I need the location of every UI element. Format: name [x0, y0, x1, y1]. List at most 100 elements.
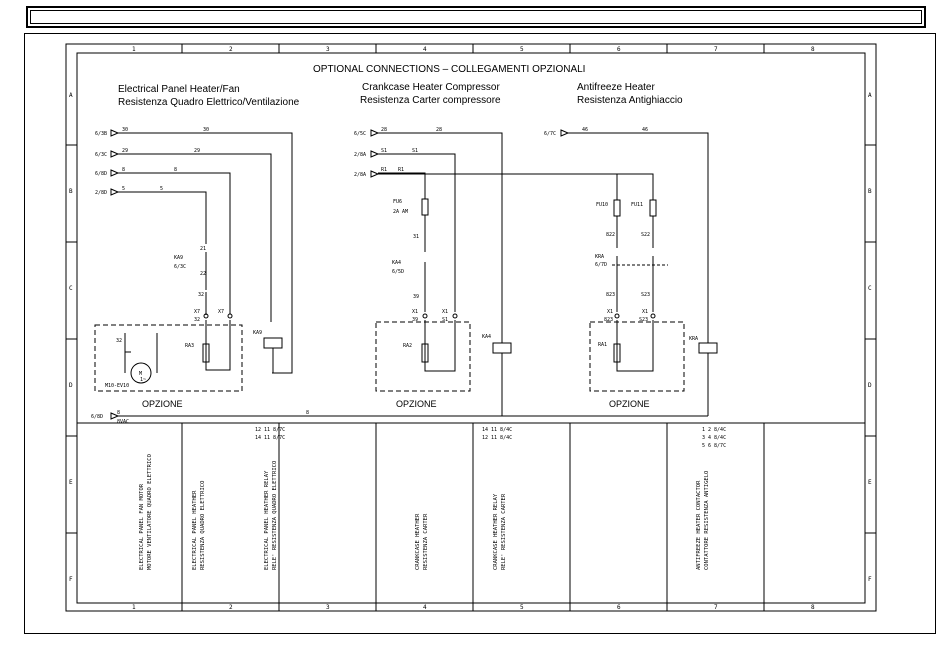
wire-label: 28 [381, 127, 387, 133]
terminal-label: 6/8D [95, 171, 107, 177]
node-label: 32 [198, 292, 204, 298]
col-label: 1 [132, 46, 136, 53]
col-label: 3 [326, 604, 330, 611]
terminal-label: 6/7C [544, 131, 556, 137]
terminal-x1: X1 [442, 309, 448, 315]
option-label: OPZIONE [609, 399, 650, 409]
relay-ref: 6/5D [392, 269, 404, 275]
row-label: B [69, 188, 73, 195]
wire-label: 28 [436, 127, 442, 133]
terminal-label: 2/8A [354, 172, 366, 178]
desc-line: RELE' RESISTENZA QUADRO ELETTRICO [272, 461, 278, 570]
coil-ka9: KA9 [253, 330, 262, 336]
desc-line: RELE' RESISTENZA CARTER [501, 493, 507, 570]
column-ticks [181, 44, 765, 611]
wire-label: 29 [194, 148, 200, 154]
row-ticks [66, 144, 876, 534]
row-label: E [868, 479, 872, 486]
ka9-contact-ref: 12 11 8/7C [255, 427, 285, 433]
heater-ra1: RA1 [598, 342, 607, 348]
ka4-contact-ref: 14 11 8/4C [482, 427, 512, 433]
node-label: S22 [641, 232, 650, 238]
col-label: 1 [132, 604, 136, 611]
descriptions: ELECTRICAL PANEL FAN MOTOR MOTORE VENTIL… [139, 454, 710, 570]
col-label: 4 [423, 604, 427, 611]
wire-label: 8 [306, 410, 309, 416]
terminal-arrows [110, 129, 570, 420]
relay-ref: 6/7D [595, 262, 607, 268]
desc-line: ELECTRICAL PANEL FAN MOTOR [139, 483, 145, 570]
terminal-label: 6/3B [95, 131, 107, 137]
relay-ref: 6/3C [174, 264, 186, 270]
desc-line: MOTORE VENTILATORE QUADRO ELETTRICO [147, 454, 153, 570]
section-2-title: Crankcase Heater Compressor [362, 82, 500, 93]
wire-label: 8 [117, 410, 120, 416]
col-label: 5 [520, 46, 524, 53]
col-label: 7 [714, 604, 718, 611]
node-label: 822 [606, 232, 615, 238]
kra-contact-ref: 3 4 8/4C [702, 435, 726, 441]
node-label: 31 [413, 234, 419, 240]
terminal-x1: X1 [642, 309, 648, 315]
wire-label: 30 [122, 127, 128, 133]
terminal-x7: X7 [194, 309, 200, 315]
col-label: 4 [423, 46, 427, 53]
pin-label: 21 [200, 246, 206, 252]
col-label: 6 [617, 46, 621, 53]
desc-line: ELECTRICAL PANEL HEATHER [192, 490, 198, 570]
wire-label: 46 [582, 127, 588, 133]
title-bar [26, 6, 926, 28]
wire-label: 8VAC [117, 419, 129, 425]
col-label: 3 [326, 46, 330, 53]
row-label: C [69, 285, 73, 292]
section-3-subtitle: Resistenza Antighiaccio [577, 95, 683, 106]
section-1-title: Electrical Panel Heater/Fan [118, 84, 240, 95]
row-label: F [69, 576, 73, 583]
terminal-label: 2/8A [354, 152, 366, 158]
kra-contact-ref: 1 2 8/4C [702, 427, 726, 433]
option-box-1 [94, 324, 243, 392]
node-label: 823 [604, 317, 613, 323]
terminal-label: 2/8D [95, 190, 107, 196]
relay-label: KA4 [392, 260, 401, 266]
col-label: 8 [811, 604, 815, 611]
wire-label: S1 [412, 148, 418, 154]
wire-label: 29 [122, 148, 128, 154]
node-label: 39 [413, 294, 419, 300]
wire-labels: 30 30 29 29 8 8 5 5 28 28 S1 S1 R1 R1 46… [117, 127, 648, 425]
wire-label: R1 [398, 167, 404, 173]
motor-phase: 1~ [140, 377, 146, 383]
wire-label: R1 [381, 167, 387, 173]
terminal-label: 6/5C [354, 131, 366, 137]
row-label: F [868, 576, 872, 583]
description-dividers [77, 422, 865, 603]
component-labels: KA9 6/3C 21 22 32 X7 32 X7 RA3 KA9 32 M … [105, 199, 698, 389]
node-label: S1 [442, 317, 448, 323]
option-box-2 [375, 321, 471, 392]
wire-label: 30 [203, 127, 209, 133]
col-label: 5 [520, 604, 524, 611]
terminal-labels: 6/3B 6/3C 6/8D 2/8D 6/5C 2/8A 2/8A 6/7C … [91, 131, 556, 420]
node-label: 39 [412, 317, 418, 323]
motor-symbol: M [139, 371, 142, 377]
section-1-subtitle: Resistenza Quadro Elettrico/Ventilazione [118, 97, 300, 108]
grid-labels: 1 2 3 4 5 6 7 8 1 2 3 4 5 6 7 8 A B C D … [69, 46, 872, 611]
motor [124, 333, 158, 384]
row-label: B [868, 188, 872, 195]
row-label: C [868, 285, 872, 292]
fuse-rating: 2A AM [393, 209, 408, 215]
desc-line: CRANKCASE HEATHER [415, 513, 421, 570]
drawing-sheet [24, 33, 936, 634]
col-label: 6 [617, 604, 621, 611]
motor-tag: M10-EV10 [105, 383, 129, 389]
col-label: 7 [714, 46, 718, 53]
wire-label: 5 [160, 186, 163, 192]
page-title: OPTIONAL CONNECTIONS – COLLEGAMENTI OPZI… [313, 64, 585, 75]
desc-line: CRANKCASE HEATHER RELAY [493, 493, 499, 570]
section-3-title: Antifreeze Heater [577, 82, 655, 93]
wire-label: 8 [174, 167, 177, 173]
option-label: OPZIONE [396, 399, 437, 409]
section-2-subtitle: Resistenza Carter compressore [360, 95, 501, 106]
desc-line: ANTIFREEZE HEATER CONTACTOR [696, 480, 702, 570]
